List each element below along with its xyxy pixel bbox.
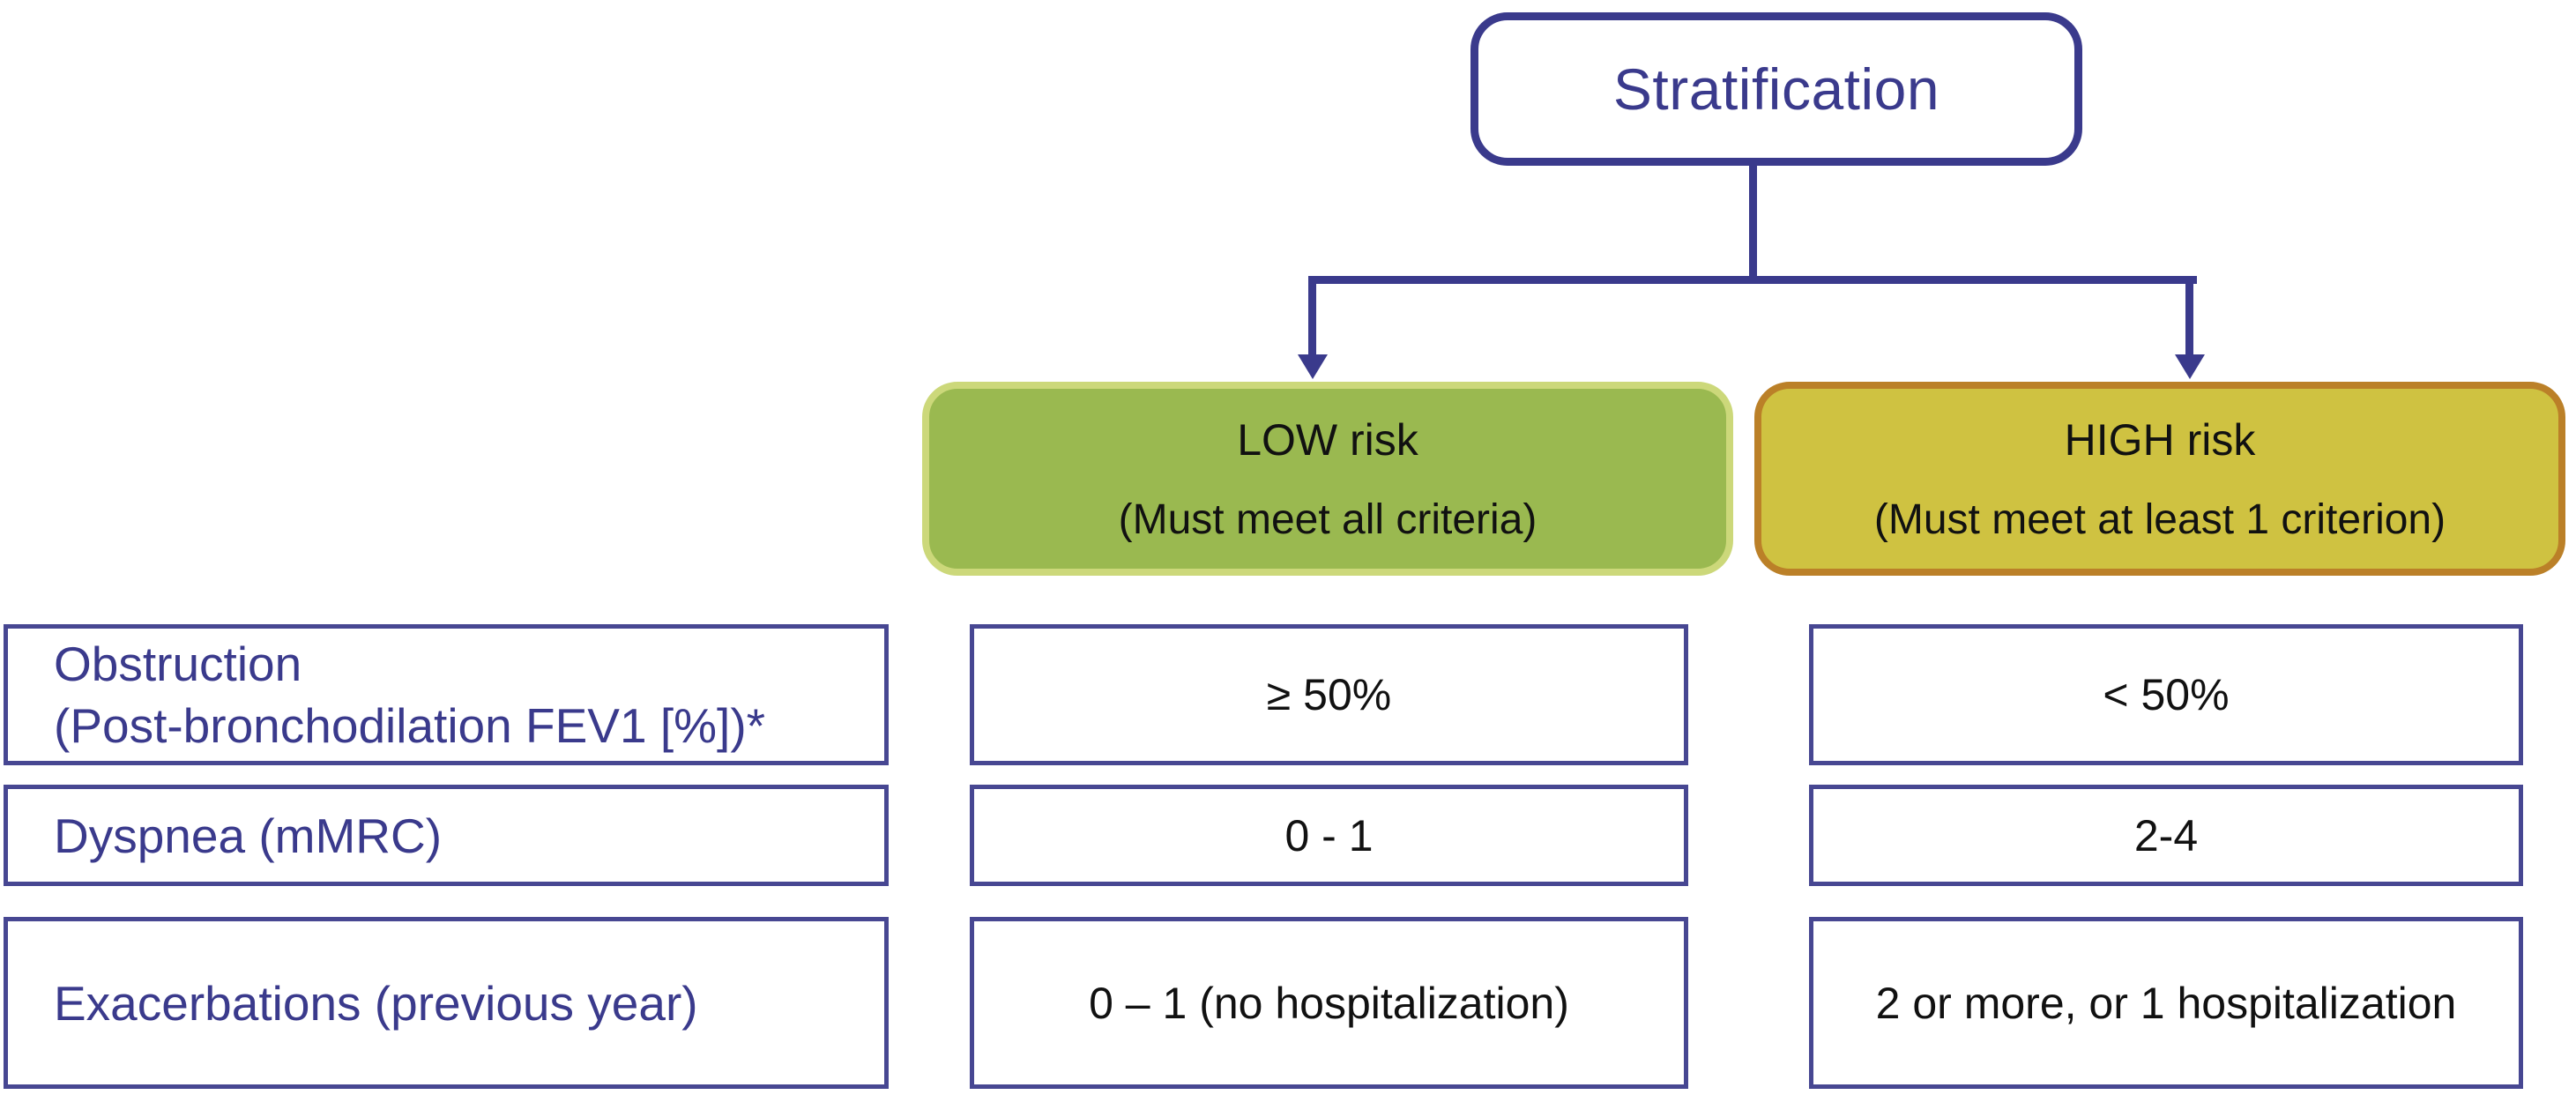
value-cell-obstruction-low: ≥ 50%	[970, 624, 1688, 765]
connector-stem	[1749, 164, 1757, 284]
value-cell-dyspnea-high: 2-4	[1809, 785, 2523, 886]
low-risk-subtitle: (Must meet all criteria)	[1118, 495, 1537, 543]
down-arrow-icon	[2175, 354, 2205, 379]
high-risk-subtitle: (Must meet at least 1 criterion)	[1873, 495, 2446, 543]
criterion-label-text: Obstruction (Post-bronchodilation FEV1 […	[54, 637, 766, 753]
down-arrow-icon	[1298, 354, 1328, 379]
stratification-node: Stratification	[1470, 12, 2082, 166]
value-cell-obstruction-high: < 50%	[1809, 624, 2523, 765]
high-risk-title: HIGH risk	[2064, 414, 2256, 465]
low-risk-title: LOW risk	[1237, 414, 1418, 465]
high-risk-node: HIGH risk (Must meet at least 1 criterio…	[1754, 382, 2565, 576]
criterion-label-dyspnea: Dyspnea (mMRC)	[4, 785, 889, 886]
value-cell-dyspnea-low: 0 - 1	[970, 785, 1688, 886]
connector-left-drop	[1308, 276, 1316, 358]
value-cell-exacerbations-low: 0 – 1 (no hospitalization)	[970, 917, 1688, 1089]
value-cell-exacerbations-high: 2 or more, or 1 hospitalization	[1809, 917, 2523, 1089]
connector-horizontal-bar	[1308, 276, 2197, 284]
low-risk-node: LOW risk (Must meet all criteria)	[922, 382, 1733, 576]
connector-right-drop	[2185, 276, 2193, 358]
criterion-label-exacerbations: Exacerbations (previous year)	[4, 917, 889, 1089]
stratification-title: Stratification	[1612, 56, 1940, 122]
criterion-label-obstruction: Obstruction (Post-bronchodilation FEV1 […	[4, 624, 889, 765]
